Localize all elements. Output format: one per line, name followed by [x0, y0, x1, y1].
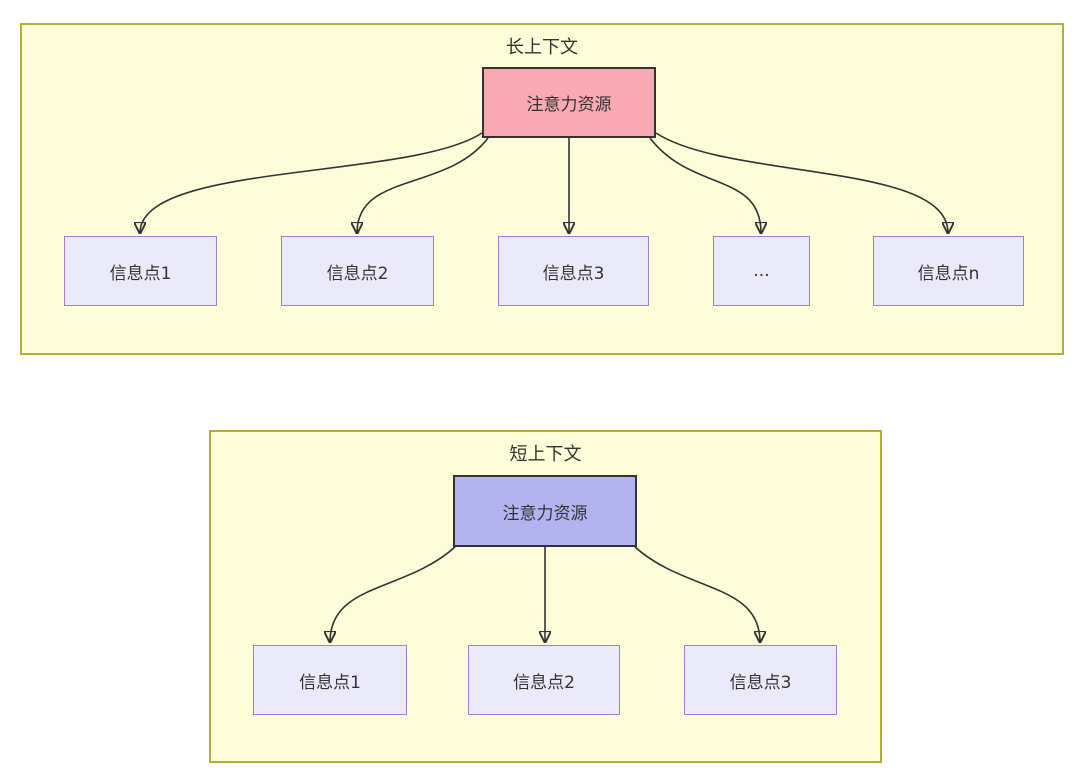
long-context-node-n: 信息点n [873, 236, 1024, 306]
long-context-attention-label: 注意力资源 [526, 95, 612, 115]
long-context-attention-node: 注意力资源 [482, 67, 656, 138]
node-label: 信息点3 [542, 263, 605, 284]
long-context-node-ellipsis: ... [713, 236, 810, 306]
short-context-node-1: 信息点1 [253, 645, 407, 715]
short-context-title: 短上下文 [509, 444, 582, 465]
node-label: 信息点2 [326, 263, 389, 284]
short-context-node-3: 信息点3 [684, 645, 837, 715]
long-context-title: 长上下文 [506, 37, 578, 58]
node-label: 信息点3 [729, 672, 792, 693]
long-context-node-2: 信息点2 [281, 236, 434, 306]
node-label: 信息点1 [109, 263, 172, 284]
node-label: 信息点n [917, 263, 980, 284]
short-context-attention-label: 注意力资源 [502, 503, 588, 524]
node-label: 信息点2 [513, 672, 575, 693]
node-label: ... [753, 261, 770, 281]
short-context-attention-node: 注意力资源 [453, 475, 637, 547]
short-context-node-2: 信息点2 [468, 645, 620, 715]
long-context-node-3: 信息点3 [498, 236, 649, 306]
long-context-node-1: 信息点1 [64, 236, 217, 306]
node-label: 信息点1 [299, 672, 361, 693]
